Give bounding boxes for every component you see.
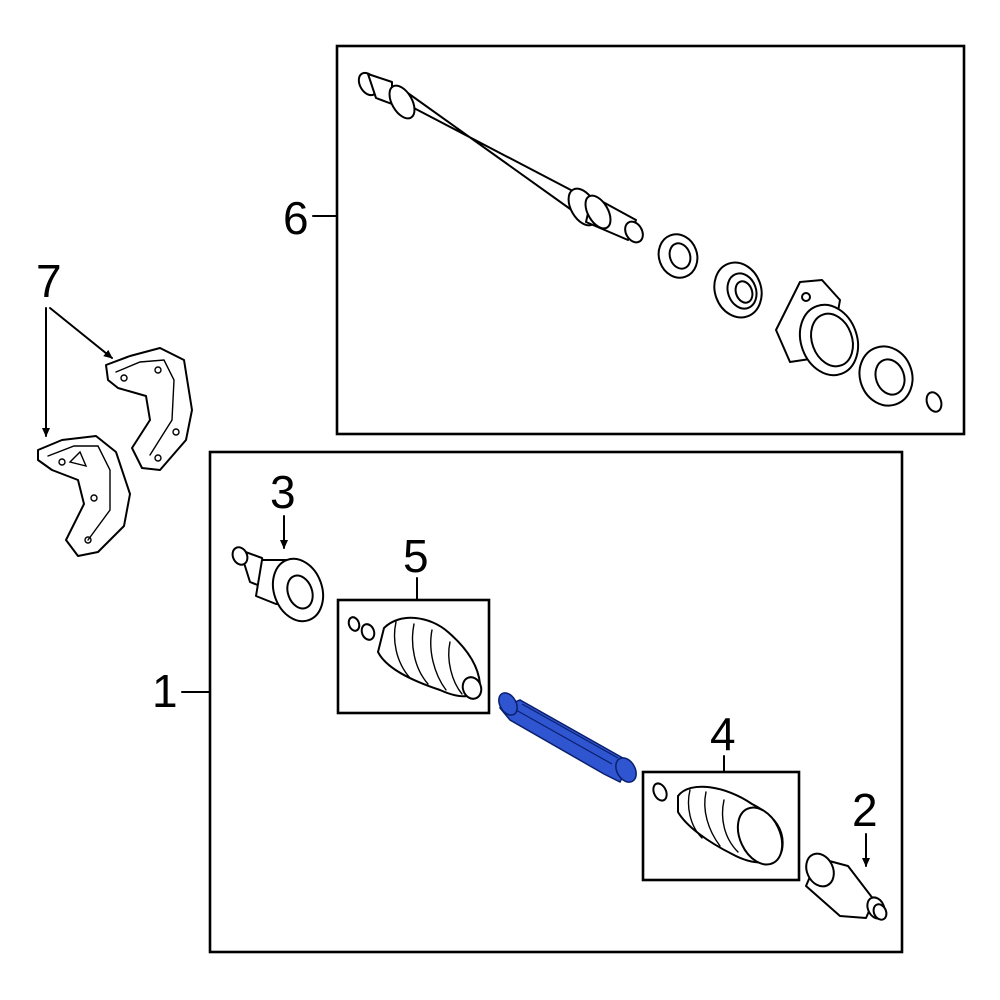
- outer-cv-joint[interactable]: [801, 849, 889, 922]
- intermediate-shaft[interactable]: [355, 70, 646, 246]
- callout-6[interactable]: 6: [283, 192, 309, 244]
- axle-shaft[interactable]: [495, 690, 640, 786]
- callout-3[interactable]: 3: [270, 466, 296, 518]
- seal[interactable]: [851, 339, 920, 413]
- spacer-ring[interactable]: [653, 229, 704, 283]
- bracket-lower[interactable]: [37, 435, 131, 557]
- callout-7[interactable]: 7: [36, 255, 62, 307]
- callout-2[interactable]: 2: [852, 784, 878, 836]
- snap-ring[interactable]: [924, 390, 944, 414]
- box-intermediate-shaft: [335, 44, 966, 436]
- inner-boot-kit[interactable]: [347, 616, 484, 702]
- outer-boot-kit[interactable]: [651, 781, 791, 871]
- callout-4[interactable]: 4: [710, 708, 736, 760]
- bracket-upper[interactable]: [105, 347, 193, 471]
- box-outer-boot-kit: [641, 770, 801, 882]
- support-bearing[interactable]: [707, 256, 769, 324]
- callout-1[interactable]: 1: [152, 665, 178, 717]
- callout-5[interactable]: 5: [403, 530, 429, 582]
- box-axle-assembly: [208, 450, 904, 954]
- inner-cv-joint[interactable]: [230, 545, 332, 628]
- bearing-housing[interactable]: [775, 279, 868, 383]
- box-inner-boot-kit: [336, 598, 491, 715]
- leader-7a: [49, 307, 113, 359]
